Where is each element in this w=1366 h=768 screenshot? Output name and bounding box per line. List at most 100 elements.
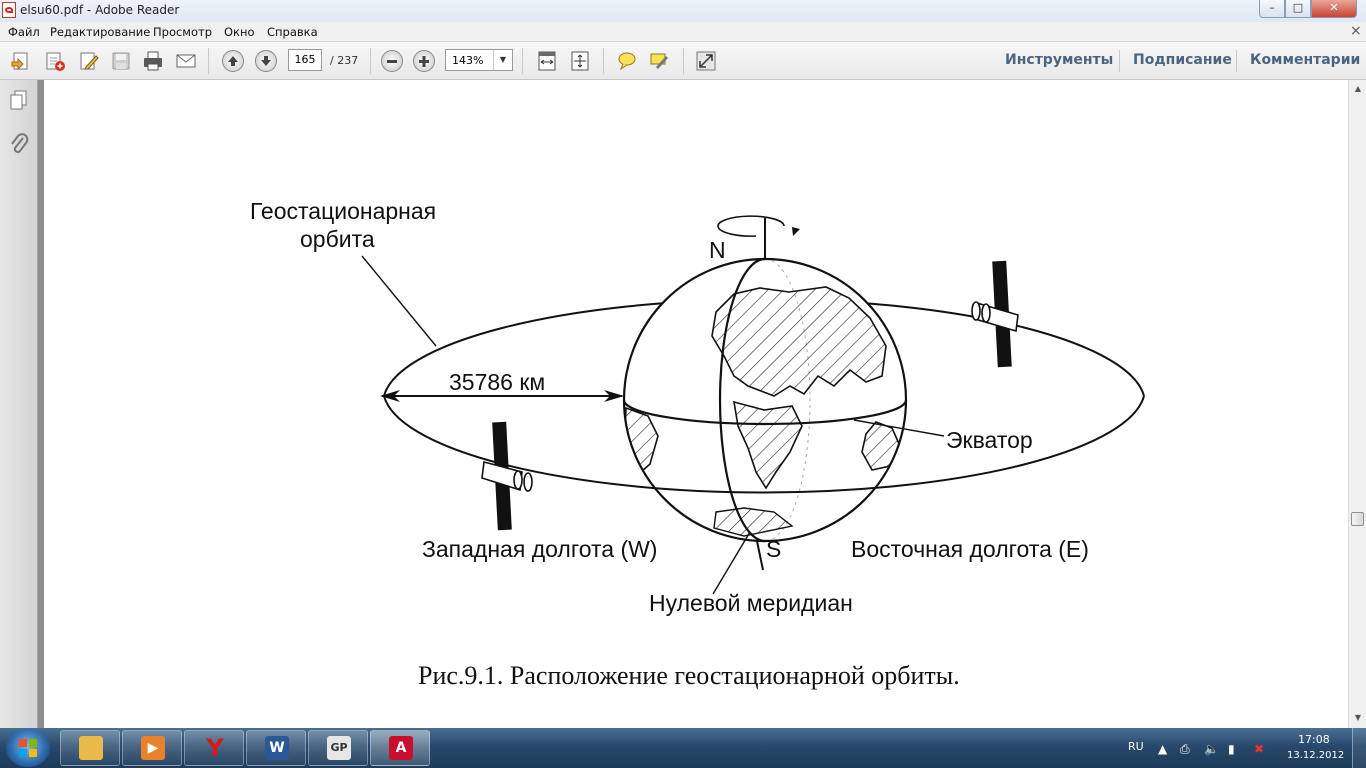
clock-date[interactable]: 13.12.2012: [1287, 750, 1345, 761]
toolbar-divider: [208, 48, 209, 74]
rotation-arrow: [717, 215, 785, 237]
taskbar-gp[interactable]: GP: [308, 730, 368, 766]
taskbar: ▶ Y W GP A RU ▲ ⎙ 🔈 ▮ ✖ 17:08 13.12.2012: [0, 728, 1366, 768]
zoom-out-button[interactable]: [381, 50, 403, 72]
taskbar-media-player[interactable]: ▶: [122, 730, 182, 766]
toolbar-divider: [1119, 50, 1120, 72]
distance-label: 35786 км: [449, 369, 546, 395]
menu-close-icon[interactable]: ×: [1350, 23, 1362, 39]
zoom-select[interactable]: 143% ▼: [445, 49, 513, 71]
save-icon[interactable]: [110, 50, 132, 72]
figure-caption: Рис.9.1. Расположение геостационарной ор…: [418, 661, 960, 690]
language-indicator[interactable]: RU: [1128, 740, 1144, 753]
adobe-reader-icon: A: [389, 736, 413, 760]
north-label: N: [709, 237, 726, 263]
east-longitude-label: Восточная долгота (E): [851, 536, 1089, 562]
network-device-icon[interactable]: ⎙: [1180, 742, 1190, 756]
show-desktop-button[interactable]: [1352, 728, 1366, 768]
satellite-west: [481, 421, 533, 531]
prev-page-button[interactable]: [222, 50, 244, 72]
pdf-app-icon: [2, 2, 16, 18]
comment-icon[interactable]: [616, 50, 638, 72]
page-gutter: [38, 80, 44, 728]
battery-warning-icon[interactable]: ✖: [1254, 742, 1265, 756]
page-thumbnails-icon[interactable]: [9, 89, 29, 115]
prime-meridian-label: Нулевой меридиан: [649, 590, 853, 616]
attachments-icon[interactable]: [9, 132, 29, 160]
page-total: / 237: [330, 54, 359, 67]
comments-link[interactable]: Комментарии: [1250, 52, 1361, 68]
axis-bottom: [756, 540, 764, 571]
south-label: S: [766, 536, 782, 562]
fit-width-icon[interactable]: [536, 50, 558, 72]
signal-icon[interactable]: ▮: [1228, 742, 1235, 756]
menu-view[interactable]: Просмотр: [153, 25, 213, 39]
scroll-down-icon[interactable]: ▼: [1354, 713, 1362, 722]
menu-bar: Файл Редактирование Просмотр Окно Справк…: [0, 22, 1366, 42]
equator-leader: [853, 419, 945, 437]
equator-label: Экватор: [946, 427, 1033, 453]
toolbar-divider: [603, 48, 604, 74]
scroll-up-icon[interactable]: ▲: [1354, 84, 1362, 93]
scroll-thumb[interactable]: [1351, 512, 1364, 526]
word-icon: W: [265, 736, 289, 760]
close-button[interactable]: ✕: [1311, 0, 1357, 18]
meridian-leader: [712, 531, 751, 595]
print-icon[interactable]: [142, 50, 164, 72]
next-page-button[interactable]: [255, 50, 277, 72]
windows-logo-part: [29, 749, 37, 757]
taskbar-yandex[interactable]: Y: [184, 730, 244, 766]
toolbar-divider: [522, 48, 523, 74]
orbit-label-line2: орбита: [300, 226, 375, 252]
start-button[interactable]: [6, 729, 50, 767]
document-page: Геостационарная орбита 35786 км N S Эква…: [44, 80, 1348, 728]
open-icon[interactable]: [10, 50, 32, 72]
navigation-pane: [0, 80, 38, 728]
page-number-input[interactable]: 165: [288, 49, 322, 71]
title-bar: elsu60.pdf - Adobe Reader – □ ✕: [0, 0, 1366, 22]
menu-file[interactable]: Файл: [8, 25, 40, 39]
west-longitude-label: Западная долгота (W): [422, 536, 658, 562]
taskbar-explorer[interactable]: [60, 730, 120, 766]
toolbar: 165 / 237 143% ▼ Инструменты Подписание …: [0, 42, 1366, 80]
show-hidden-icons[interactable]: ▲: [1158, 742, 1168, 756]
satellite-east: [971, 260, 1019, 368]
sign-link[interactable]: Подписание: [1133, 52, 1232, 68]
menu-edit[interactable]: Редактирование: [50, 25, 151, 39]
explorer-icon: [79, 736, 103, 760]
fullscreen-icon[interactable]: [695, 50, 717, 72]
menu-window[interactable]: Окно: [224, 25, 255, 39]
yandex-browser-icon: Y: [206, 734, 224, 762]
windows-logo-icon: [19, 739, 27, 747]
orbit-front: [383, 395, 1145, 494]
highlight-icon[interactable]: [648, 50, 670, 72]
create-pdf-icon[interactable]: [44, 50, 66, 72]
meridian: [718, 257, 766, 543]
vertical-scrollbar[interactable]: ▲ ▼: [1348, 80, 1366, 728]
chevron-down-icon[interactable]: ▼: [493, 50, 512, 70]
minimize-button[interactable]: –: [1259, 0, 1285, 18]
media-player-icon: ▶: [141, 736, 165, 760]
menu-help[interactable]: Справка: [267, 25, 318, 39]
zoom-in-button[interactable]: [413, 50, 435, 72]
maximize-button[interactable]: □: [1285, 0, 1311, 18]
taskbar-word[interactable]: W: [246, 730, 306, 766]
orbit-leader: [361, 255, 437, 347]
orbit-label-line1: Геостационарная: [250, 198, 437, 224]
window-title: elsu60.pdf - Adobe Reader: [20, 3, 180, 17]
geostationary-orbit-figure: [361, 215, 1145, 595]
edit-pdf-icon[interactable]: [78, 50, 100, 72]
equator: [622, 399, 908, 426]
fit-page-icon[interactable]: [569, 50, 591, 72]
volume-icon[interactable]: 🔈: [1204, 742, 1219, 756]
zoom-value: 143%: [452, 54, 484, 67]
taskbar-adobe-reader[interactable]: A: [370, 730, 430, 766]
toolbar-divider: [370, 48, 371, 74]
windows-logo-part: [29, 739, 37, 747]
email-icon[interactable]: [175, 50, 197, 72]
toolbar-divider: [1236, 50, 1237, 72]
clock-time[interactable]: 17:08: [1298, 733, 1330, 746]
gp-icon: GP: [327, 736, 351, 760]
tools-link[interactable]: Инструменты: [1005, 52, 1114, 68]
toolbar-divider: [683, 48, 684, 74]
